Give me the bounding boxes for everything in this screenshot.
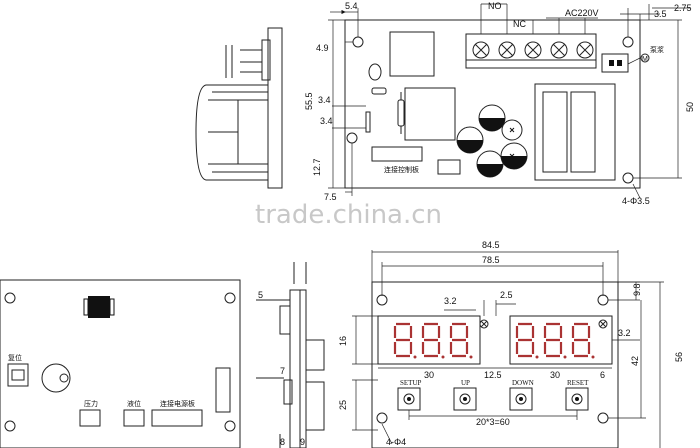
dim-4-9: 4.9 [316,43,329,53]
capacitor-marks [509,127,515,159]
label-up: UP [461,379,470,387]
panel-hole-br [597,412,609,424]
button-center-dots [407,397,579,401]
label-pump: 泵浆 [650,45,664,54]
mount-hole-tl [352,36,364,48]
dim-6: 6 [600,370,605,380]
dim-3-2a: 3.2 [444,296,457,306]
dim-56: 56 [674,352,684,362]
dim-7: 7 [280,366,285,376]
side-view-text: 5 7 8 9 [258,290,305,447]
dim-55-5: 55.5 [304,92,314,110]
dim-84-5: 84.5 [482,240,500,250]
capacitor-shading [457,60,622,177]
label-connect-power: 连接电源板 [160,399,195,408]
top-dimension-text: 5.4 4.9 55.5 3.4 3.4 12.7 7.5 3.5 2.75 5… [304,1,695,206]
dim-3-5: 3.5 [654,9,667,19]
dim-9-8: 9.8 [632,283,642,296]
dim-16: 16 [338,336,348,346]
bottom-left-pcb [0,279,241,448]
dim-2-5a: 2.5 [500,290,513,300]
dim-25b: 25 [338,400,348,410]
dim-12-7: 12.7 [312,158,322,176]
bottom-left-labels: 复位 压力 液位 连接电源板 [8,353,195,408]
label-no: NO [488,1,502,11]
dim-7-5: 7.5 [324,192,337,202]
mount-hole-br [622,172,634,184]
dim-4-phi4: 4-Φ4 [386,437,406,447]
dim-3-2b: 3.2 [618,328,631,338]
top-pcb [344,19,650,189]
label-reset: RESET [567,379,589,387]
dim-78-5: 78.5 [482,255,500,265]
dim-42: 42 [630,356,640,366]
dim-12-5: 12.5 [484,370,502,380]
label-connector: 连接控制板 [384,165,419,174]
label-motor: M [642,56,648,63]
dim-30a: 30 [424,370,434,380]
dim-5: 5 [258,290,263,300]
label-nc: NC [513,19,526,29]
top-dimension-lines [328,3,690,199]
seven-seg-right [515,322,591,358]
panel-hole-bl [376,412,388,424]
label-reset-cn: 复位 [8,353,22,362]
dim-5-4: 5.4 [345,1,358,11]
terminal-screws [472,41,594,59]
side-view [256,262,325,448]
dim-2-75: 2.75 [674,3,692,13]
front-panel-dim-text: 84.5 78.5 3.2 2.5 9.8 16 3.2 42 56 30 12… [338,240,684,447]
dim-9: 9 [300,437,305,447]
dim-30b: 30 [550,370,560,380]
dim-3-4a: 3.4 [318,95,331,105]
panel-hole-tr [597,294,609,306]
dim-3-4b: 3.4 [320,116,333,126]
mount-hole-tr [622,36,634,48]
top-side-view [195,27,283,189]
label-down: DOWN [512,379,534,387]
dim-50: 50 [685,102,695,112]
mount-hole-bl [346,132,358,144]
label-pressure: 压力 [84,399,98,408]
label-setup: SETUP [400,379,422,387]
dim-4-phi: 4-Φ3.5 [622,196,650,206]
dim-8: 8 [280,437,285,447]
panel-hole-tl [376,294,388,306]
front-panel-dim-lines [352,250,664,448]
chip [83,296,115,318]
label-ac220v: AC220V [565,8,599,18]
seven-seg-left [393,322,469,358]
watermark-text: trade.china.cn [255,200,442,230]
dim-20x3: 20*3=60 [476,417,510,427]
seven-seg-dots [413,355,595,359]
label-level: 液位 [127,399,141,408]
